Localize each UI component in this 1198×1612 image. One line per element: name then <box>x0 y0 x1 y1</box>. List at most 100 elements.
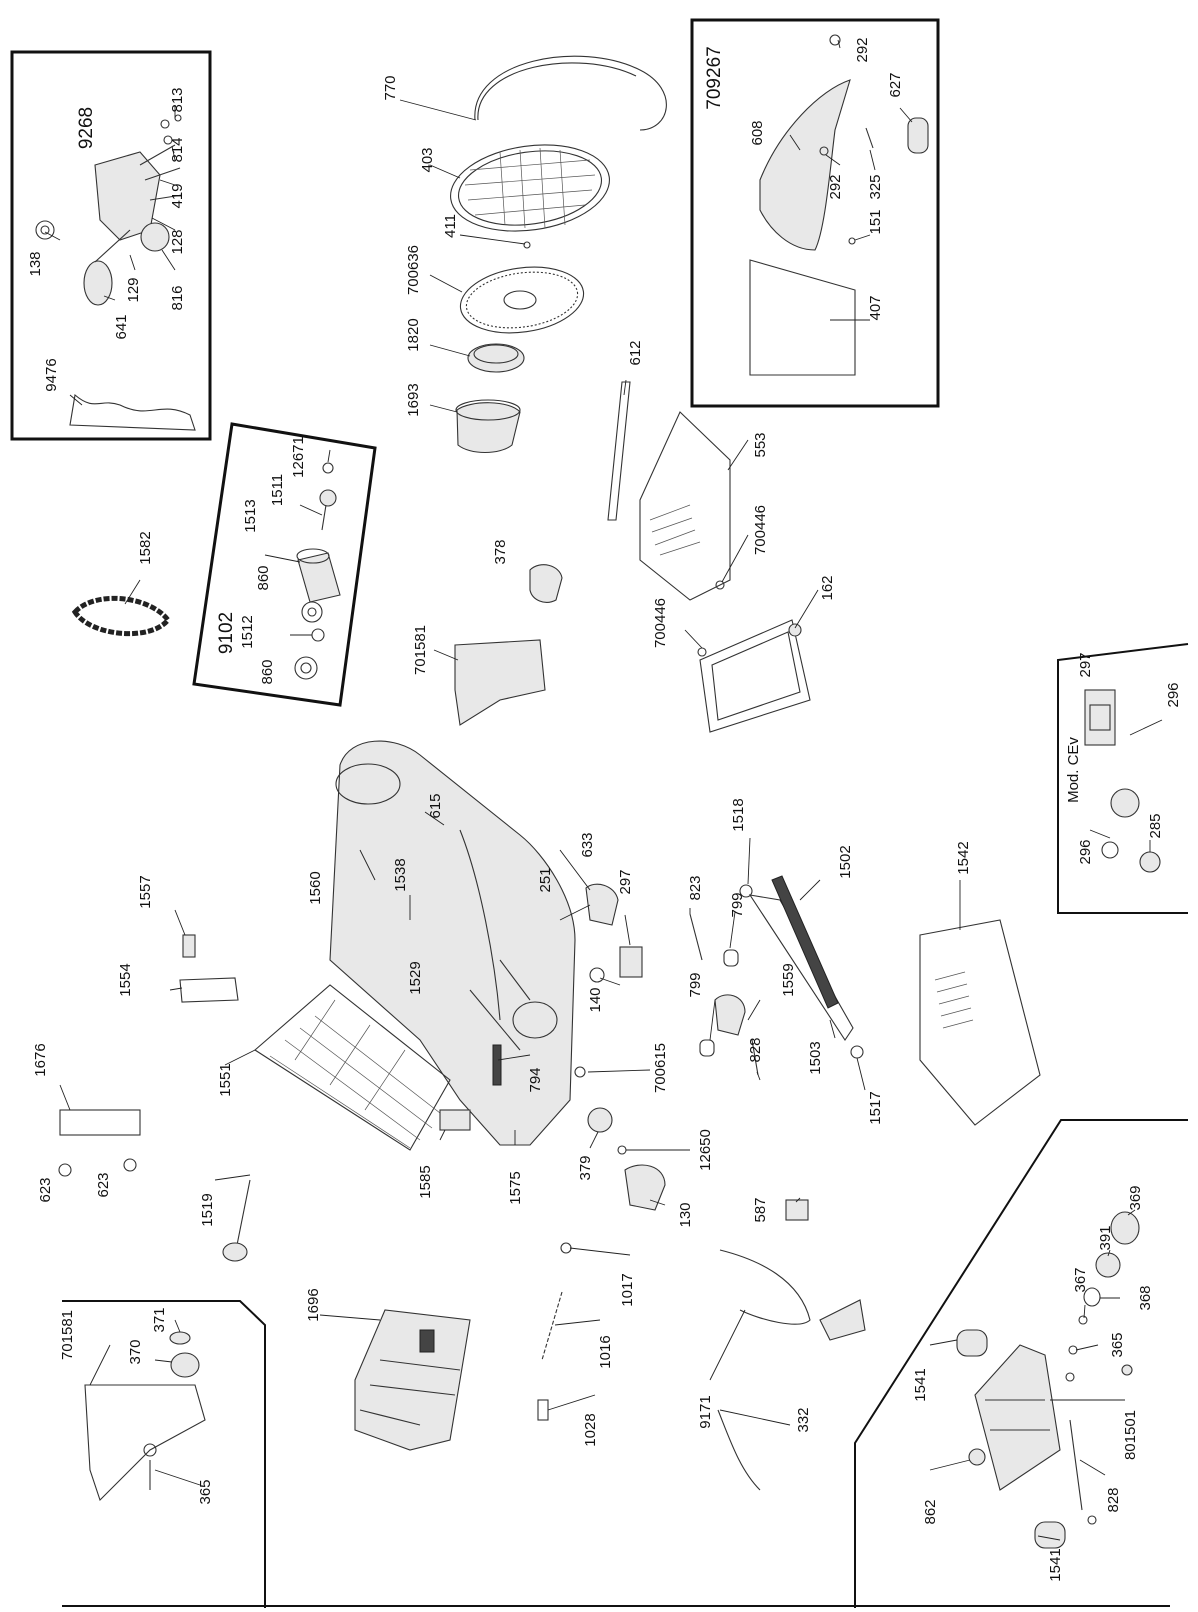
label-587: 587 <box>752 1197 769 1222</box>
label-1560: 1560 <box>307 871 324 904</box>
label-128: 128 <box>169 229 186 254</box>
label-1513: 1513 <box>242 499 259 532</box>
label-770: 770 <box>382 75 399 100</box>
label-860b: 860 <box>259 659 276 684</box>
label-709267: 709267 <box>704 46 725 109</box>
label-151: 151 <box>867 209 884 234</box>
label-130: 130 <box>677 1202 694 1227</box>
label-292a: 292 <box>854 37 871 62</box>
label-1541b: 1541 <box>1047 1548 1064 1581</box>
label-862: 862 <box>922 1499 939 1524</box>
label-1017: 1017 <box>619 1273 636 1306</box>
box-9102 <box>192 422 377 707</box>
label-1518: 1518 <box>730 798 747 831</box>
label-140: 140 <box>587 987 604 1012</box>
label-1582: 1582 <box>137 531 154 564</box>
label-368: 368 <box>1137 1285 1154 1310</box>
mod-cev-parts <box>1084 689 1161 873</box>
label-1503: 1503 <box>807 1041 824 1074</box>
part-1551-grille <box>254 984 451 1151</box>
label-701581-mid: 701581 <box>412 625 429 675</box>
label-1676: 1676 <box>32 1043 49 1076</box>
label-391: 391 <box>1097 1225 1114 1250</box>
label-9268: 9268 <box>76 107 97 149</box>
label-325: 325 <box>867 174 884 199</box>
label-828: 828 <box>747 1037 764 1062</box>
label-1517: 1517 <box>867 1091 884 1124</box>
label-623a: 623 <box>37 1177 54 1202</box>
top-middle-parts <box>450 55 667 603</box>
label-12650: 12650 <box>697 1129 714 1171</box>
part-1696-motor <box>354 1309 471 1451</box>
belt-1582 <box>71 595 172 637</box>
label-700446a: 700446 <box>752 505 769 555</box>
label-332: 332 <box>795 1407 812 1432</box>
label-285: 285 <box>1147 813 1164 838</box>
label-1557: 1557 <box>137 875 154 908</box>
label-mod-cev: Mod. CEv <box>1065 737 1082 803</box>
label-1820: 1820 <box>405 318 422 351</box>
label-1502: 1502 <box>837 845 854 878</box>
label-162: 162 <box>819 575 836 600</box>
label-379: 379 <box>577 1155 594 1180</box>
label-367: 367 <box>1072 1267 1089 1292</box>
misc-middle-parts <box>58 875 864 1262</box>
label-411: 411 <box>442 214 459 238</box>
label-9102: 9102 <box>216 612 237 654</box>
label-794: 794 <box>527 1067 544 1092</box>
label-816: 816 <box>169 285 186 310</box>
kit-9102-parts <box>294 462 341 680</box>
label-138: 138 <box>27 251 44 276</box>
label-608: 608 <box>749 120 766 145</box>
label-292b: 292 <box>827 174 844 199</box>
label-9171: 9171 <box>697 1395 714 1428</box>
label-814: 814 <box>169 137 186 162</box>
label-1541a: 1541 <box>912 1368 929 1401</box>
kit-9268-parts <box>35 114 196 431</box>
kit-709267-parts <box>749 34 929 376</box>
label-371: 371 <box>151 1307 168 1332</box>
part-701581-lower <box>84 1331 206 1502</box>
label-799b: 799 <box>687 972 704 997</box>
label-12671: 12671 <box>290 436 307 478</box>
label-1575: 1575 <box>507 1171 524 1204</box>
label-860a: 860 <box>255 565 272 590</box>
label-700636: 700636 <box>405 245 422 295</box>
label-799a: 799 <box>729 892 746 917</box>
label-1693: 1693 <box>405 383 422 416</box>
part-701581-mid <box>454 639 546 726</box>
label-641: 641 <box>113 314 130 339</box>
label-1511: 1511 <box>269 474 286 506</box>
label-297: 297 <box>617 869 634 894</box>
label-615: 615 <box>427 793 444 818</box>
box-9268 <box>10 50 212 441</box>
label-1529: 1529 <box>407 961 424 994</box>
label-1542: 1542 <box>955 841 972 874</box>
label-1559: 1559 <box>780 963 797 996</box>
label-700615: 700615 <box>652 1043 669 1093</box>
bottom-right-assembly <box>956 1211 1140 1549</box>
label-369: 369 <box>1127 1185 1144 1210</box>
label-296a: 296 <box>1165 682 1182 707</box>
label-1585: 1585 <box>417 1165 434 1198</box>
bottom-middle-parts <box>537 1242 866 1491</box>
label-9476: 9476 <box>43 358 60 391</box>
label-627: 627 <box>887 72 904 97</box>
box-mod-cev <box>1057 643 1189 914</box>
frame-bottom-left <box>62 1300 266 1608</box>
label-1512: 1512 <box>239 615 256 648</box>
label-1519: 1519 <box>199 1193 216 1226</box>
part-162-tray <box>699 619 811 733</box>
label-1538: 1538 <box>392 858 409 891</box>
label-365a: 365 <box>197 1479 214 1504</box>
label-801501: 801501 <box>1122 1410 1139 1460</box>
label-296b: 296 <box>1077 839 1094 864</box>
label-1016: 1016 <box>597 1335 614 1368</box>
label-129: 129 <box>125 277 142 302</box>
label-297-cev: 297 <box>1077 652 1094 677</box>
frame-bottom-right <box>854 1119 1188 1608</box>
part-labels: 9268 813 814 419 128 816 129 138 641 947… <box>27 37 1182 1581</box>
label-378: 378 <box>492 539 509 564</box>
label-623b: 623 <box>95 1172 112 1197</box>
